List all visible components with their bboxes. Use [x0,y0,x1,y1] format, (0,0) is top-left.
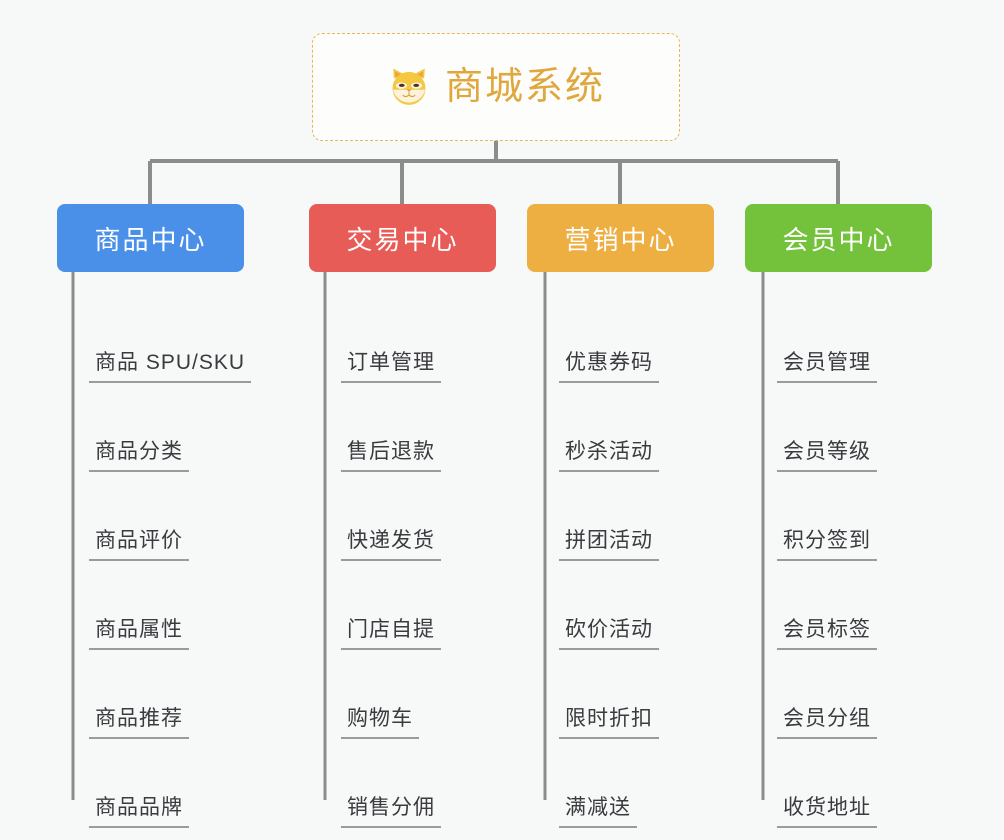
leaf-item[interactable]: 会员等级 [745,383,932,472]
leaf-label: 会员管理 [777,351,877,383]
leaf-label: 商品品牌 [89,796,189,828]
leaf-label: 销售分佣 [341,796,441,828]
leaf-label: 限时折扣 [559,707,659,739]
leaf-list-product-center: 商品 SPU/SKU 商品分类 商品评价 商品属性 商品推荐 商品品牌 [57,272,252,828]
category-label: 营销中心 [564,224,677,255]
leaf-item[interactable]: 快递发货 [309,472,496,561]
leaf-label: 商品评价 [89,529,189,561]
leaf-item[interactable]: 商品推荐 [57,650,244,739]
leaf-label: 积分签到 [777,529,877,561]
leaf-item[interactable]: 购物车 [309,650,496,739]
branch-trade-center: 交易中心 订单管理 售后退款 快递发货 门店自提 购物车 销售分佣 [309,204,496,828]
category-box-trade-center[interactable]: 交易中心 [309,204,496,272]
leaf-item[interactable]: 商品评价 [57,472,244,561]
leaf-item[interactable]: 门店自提 [309,561,496,650]
leaf-item[interactable]: 秒杀活动 [527,383,714,472]
leaf-item[interactable]: 优惠券码 [527,294,714,383]
leaf-label: 满减送 [559,796,637,828]
leaf-item[interactable]: 商品 SPU/SKU [57,294,252,383]
leaf-label: 购物车 [341,707,419,739]
category-label: 会员中心 [782,224,895,255]
leaf-label: 会员等级 [777,440,877,472]
category-label: 商品中心 [94,224,207,255]
leaf-item[interactable]: 订单管理 [309,294,496,383]
leaf-item[interactable]: 会员分组 [745,650,932,739]
leaf-item[interactable]: 商品分类 [57,383,244,472]
category-box-member-center[interactable]: 会员中心 [745,204,932,272]
leaf-item[interactable]: 收货地址 [745,739,932,828]
leaf-label: 商品属性 [89,618,189,650]
leaf-item[interactable]: 砍价活动 [527,561,714,650]
leaf-label: 售后退款 [341,440,441,472]
leaf-label: 快递发货 [341,529,441,561]
leaf-label: 订单管理 [341,351,441,383]
leaf-item[interactable]: 销售分佣 [309,739,496,828]
category-box-product-center[interactable]: 商品中心 [57,204,244,272]
leaf-list-marketing-center: 优惠券码 秒杀活动 拼团活动 砍价活动 限时折扣 满减送 [527,272,714,828]
leaf-label: 会员分组 [777,707,877,739]
leaf-label: 门店自提 [341,618,441,650]
leaf-label: 会员标签 [777,618,877,650]
leaf-list-trade-center: 订单管理 售后退款 快递发货 门店自提 购物车 销售分佣 [309,272,496,828]
leaf-item[interactable]: 拼团活动 [527,472,714,561]
leaf-item[interactable]: 积分签到 [745,472,932,561]
leaf-label: 商品推荐 [89,707,189,739]
leaf-list-member-center: 会员管理 会员等级 积分签到 会员标签 会员分组 收货地址 [745,272,932,828]
leaf-item[interactable]: 会员标签 [745,561,932,650]
leaf-label: 拼团活动 [559,529,659,561]
leaf-label: 优惠券码 [559,351,659,383]
category-box-marketing-center[interactable]: 营销中心 [527,204,714,272]
root-node[interactable]: 商城系统 [312,33,680,141]
branch-member-center: 会员中心 会员管理 会员等级 积分签到 会员标签 会员分组 收货地址 [745,204,932,828]
leaf-item[interactable]: 满减送 [527,739,714,828]
leaf-item[interactable]: 限时折扣 [527,650,714,739]
shiba-dog-icon [392,68,426,105]
branch-product-center: 商品中心 商品 SPU/SKU 商品分类 商品评价 商品属性 商品推荐 商品品牌 [57,204,252,828]
leaf-item[interactable]: 商品品牌 [57,739,244,828]
leaf-label: 商品 SPU/SKU [89,351,252,383]
leaf-label: 砍价活动 [559,618,659,650]
leaf-item[interactable]: 商品属性 [57,561,244,650]
branch-marketing-center: 营销中心 优惠券码 秒杀活动 拼团活动 砍价活动 限时折扣 满减送 [527,204,714,828]
leaf-label: 收货地址 [777,796,877,828]
leaf-label: 秒杀活动 [559,440,659,472]
leaf-label: 商品分类 [89,440,189,472]
leaf-item[interactable]: 会员管理 [745,294,932,383]
root-title: 商城系统 [444,66,605,108]
leaf-item[interactable]: 售后退款 [309,383,496,472]
category-label: 交易中心 [346,224,459,255]
